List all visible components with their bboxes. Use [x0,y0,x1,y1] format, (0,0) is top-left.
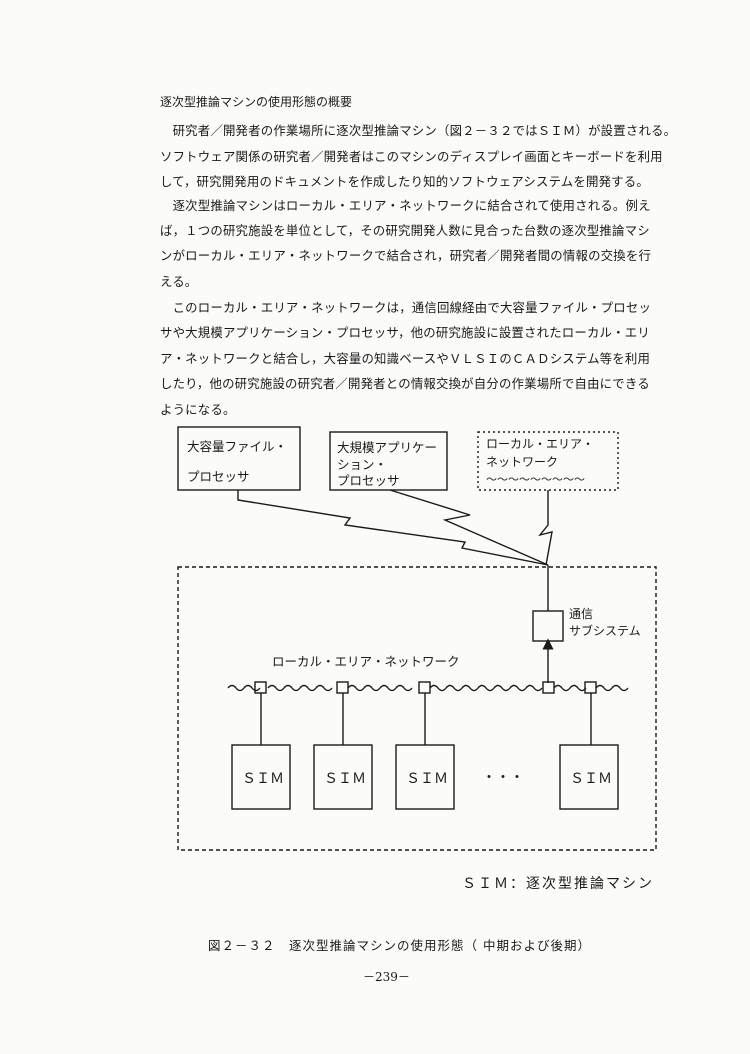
paragraph-line: 逐次型推論マシンはローカル・エリア・ネットワークに結合されて使用される。例え [160,198,651,213]
file-processor-label: 大容量ファイル・ [187,439,287,454]
lan-node [584,681,597,694]
page-number: －239－ [363,970,410,984]
lan-node [542,681,555,694]
paragraph-line: ば，１つの研究施設を単位として，その研究開発人数に見合った台数の逐次型推論マシ [160,223,650,238]
app-processor-label: プロセッサ [337,473,400,488]
sim-label: ＳＩＭ [324,771,366,787]
paragraph-line: サや大規模アプリケーション・プロセッサ，他の研究施設に設置されたローカル・エリ [160,325,650,340]
paragraph-line: ンがローカル・エリア・ネットワークで結合され，研究者／開発者間の情報の交換を行 [160,248,652,263]
sim-ellipsis: ・・・ [482,770,524,786]
comm-line-file-processor [237,490,549,566]
lan-wave [227,684,629,692]
paragraph-line: して，研究開発用のドキュメントを作成したり知的ソフトウェアシステムを開発する。 [160,174,649,189]
sim-box [231,744,291,810]
comm-subsystem-label: サブシステム [569,623,641,638]
comm-subsystem-label: 通信 [569,607,593,621]
paragraph-line: える。 [160,274,198,289]
remote-lan-wave: 〜〜〜〜〜〜〜〜〜 [486,473,585,486]
figure-caption: 図２－３２ 逐次型推論マシンの使用形態（ 中期および後期） [208,938,591,953]
sim-box [395,744,455,810]
file-processor-label: プロセッサ [187,469,250,484]
app-processor-label: ション・ [337,457,387,472]
sim-label: ＳＩＭ [570,771,612,787]
sim-label: ＳＩＭ [406,771,448,787]
paragraph-line: したり，他の研究施設の研究者／開発者との情報交換が自分の作業場所で自由にできる [160,376,650,391]
app-processor-label: 大規模アプリケー [337,440,437,455]
remote-lan-label: ローカル・エリア・ [486,437,594,451]
local-site-boundary [177,566,657,851]
paragraph-line: このローカル・エリア・ネットワークは，通信回線経由で大容量ファイル・プロセッ [160,300,652,315]
sim-label: ＳＩＭ [242,771,284,787]
diagram-legend: ＳＩＭ：逐次型推論マシン [462,876,654,892]
sim-box [313,744,373,810]
lan-node [336,681,349,694]
paragraph-line: ア・ネットワークと結合し，大容量の知識ベースやＶＬＳＩのＣＡＤシステム等を利用 [160,351,651,366]
comm-subsystem-box [532,610,564,642]
lan-node [418,681,431,694]
comm-line-app-processor [389,489,549,566]
lan-node [254,681,267,694]
sim-box [559,744,619,810]
remote-lan-box [477,431,619,491]
app-processor-box [329,431,448,491]
section-heading: 逐次型推論マシンの使用形態の概要 [160,95,353,109]
file-processor-box [177,426,301,491]
paragraph-line: ソフトウェア関係の研究者／開発者はこのマシンのディスプレイ画面とキーボードを利用 [160,149,663,164]
comm-line-remote-lan [538,490,553,566]
lan-label: ローカル・エリア・ネットワーク [272,654,460,669]
paragraph-line: ようになる。 [160,402,236,417]
remote-lan-label: ネットワーク [486,455,558,469]
paragraph-line: 研究者／開発者の作業場所に逐次型推論マシン（図２－３２ではＳＩＭ）が設置される。 [160,123,677,138]
